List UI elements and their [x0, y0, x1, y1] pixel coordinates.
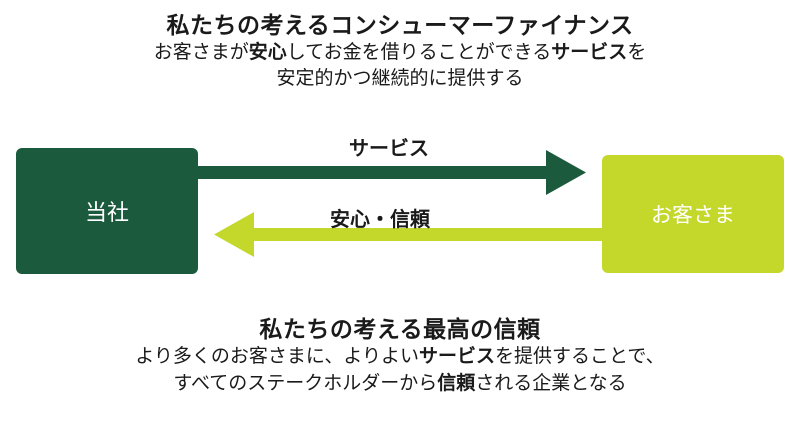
customer-label: お客さま: [651, 203, 735, 227]
service-arrow-label: サービス: [349, 136, 429, 160]
customer-box: お客さま: [602, 155, 784, 273]
header-line-2: 安定的かつ継続的に提供する: [276, 67, 524, 89]
company-box: 当社: [16, 148, 198, 274]
text-segment: を: [627, 41, 647, 63]
text-segment: される企業となる: [475, 372, 627, 394]
header-title: 私たちの考えるコンシューマーファイナンス: [166, 13, 634, 39]
text-segment: すべてのステークホルダーから: [173, 372, 438, 394]
emphasis-text: 安心: [248, 41, 287, 63]
footer-line-2: すべてのステークホルダーから信頼される企業となる: [0, 371, 800, 395]
emphasis-text: 信頼: [437, 372, 476, 394]
text-segment: してお金を借りることができる: [286, 41, 552, 63]
text-segment: お客さまが: [153, 41, 249, 63]
text-segment: より多くのお客さまに、よりよい: [135, 345, 419, 367]
arrow-to-customer: [198, 150, 586, 195]
footer-line-1: より多くのお客さまに、よりよいサービスを提供することで、: [0, 344, 800, 368]
header-line-1: お客さまが安心してお金を借りることができるサービスを: [0, 40, 800, 64]
text-segment: を提供することで、: [495, 345, 665, 367]
emphasis-text: サービス: [418, 345, 495, 367]
trust-arrow-label: 安心・信頼: [330, 207, 430, 231]
company-label: 当社: [84, 201, 129, 226]
emphasis-text: サービス: [551, 41, 628, 63]
footer-title: 私たちの考える最高の信頼: [259, 317, 541, 343]
arrow-to-company: [214, 212, 604, 257]
